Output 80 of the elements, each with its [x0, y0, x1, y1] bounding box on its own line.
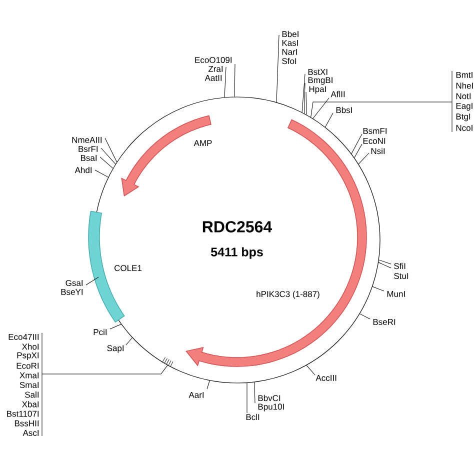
- leader-line: [304, 82, 306, 114]
- leader-line: [378, 260, 392, 264]
- site-label: Bpu10I: [258, 404, 284, 412]
- site-label: BmtI: [456, 72, 472, 78]
- site-label: KasI: [282, 40, 298, 46]
- site-label: NcoI: [456, 125, 472, 131]
- leader-line: [276, 34, 280, 102]
- leader-line: [306, 365, 316, 376]
- site-label: GsaI: [66, 280, 83, 286]
- site-label: AarI: [188, 392, 204, 398]
- feature-label: AMP: [194, 140, 212, 146]
- site-label: NotI: [456, 93, 471, 100]
- leader-line: [206, 380, 210, 390]
- leader-line: [360, 314, 370, 320]
- leader-line: [372, 286, 384, 292]
- site-label: EcoRI: [16, 362, 39, 369]
- leader-line: [312, 98, 330, 119]
- site-label: BstXI: [308, 69, 328, 75]
- site-label: XbaI: [22, 401, 39, 408]
- leader-line: [100, 148, 116, 164]
- leader-line: [110, 324, 122, 330]
- site-label: SapI: [107, 345, 124, 353]
- site-label: BtgI: [456, 114, 470, 122]
- site-label: NheI: [456, 82, 473, 89]
- leader-line: [224, 66, 226, 98]
- leader-line: [306, 92, 307, 115]
- site-label: NmeAIII: [72, 137, 102, 143]
- site-label: AflII: [330, 90, 345, 98]
- site-label: BclI: [246, 414, 260, 420]
- leader-line: [86, 276, 99, 286]
- site-label: BsmFI: [363, 128, 386, 134]
- site-label: MunI: [387, 291, 405, 297]
- site-label: BbvCI: [258, 394, 280, 402]
- site-label: BssHII: [14, 420, 39, 426]
- site-label: HpaI: [309, 86, 326, 94]
- site-label: AscI: [22, 430, 39, 436]
- site-label: XmaI: [20, 372, 39, 378]
- site-label: SfiI: [394, 262, 406, 270]
- site-label: AatII: [204, 75, 222, 81]
- site-label: EcoNI: [363, 138, 386, 144]
- site-label: XhoI: [22, 343, 39, 350]
- leader-line: [100, 156, 114, 169]
- site-label: BseYI: [61, 289, 83, 295]
- feature-label: hPIK3C3 (1-887): [256, 290, 320, 299]
- site-label: SfoI: [282, 58, 296, 64]
- site-label: SmaI: [20, 382, 39, 388]
- leader-line: [246, 382, 248, 414]
- site-label: AccIII: [316, 375, 336, 381]
- site-label: SalI: [25, 391, 39, 398]
- leader-line: [234, 64, 236, 97]
- site-label: NsiI: [371, 148, 385, 154]
- feature-label: COLE1: [114, 265, 142, 272]
- site-label: BbeI: [282, 30, 298, 38]
- site-label: EcoO109I: [195, 57, 232, 63]
- site-label: BbsI: [336, 106, 352, 114]
- site-label: Eco47III: [8, 334, 39, 340]
- site-label: BmgBI: [308, 77, 332, 85]
- site-label: PspXI: [17, 352, 39, 360]
- site-label: AhdI: [74, 166, 92, 174]
- leader-line: [254, 382, 256, 404]
- leader-line: [302, 74, 306, 113]
- site-label: BseRI: [373, 319, 396, 325]
- site-label: NarI: [282, 49, 297, 55]
- site-label: BsrFI: [78, 146, 98, 152]
- site-label: ZraI: [208, 66, 223, 72]
- leader-line: [126, 337, 132, 346]
- leader-line: [94, 170, 108, 178]
- leader-line: [358, 152, 370, 164]
- site-label: BsaI: [80, 155, 97, 161]
- leader-line: [378, 262, 392, 268]
- leader-line: [351, 134, 362, 154]
- leader-line: [310, 70, 452, 132]
- leader-line: [104, 138, 118, 162]
- site-label: PciI: [94, 328, 107, 336]
- leader-line: [354, 144, 362, 158]
- leader-line: [324, 112, 334, 128]
- site-label: EagI: [456, 103, 472, 111]
- site-label: StuI: [394, 273, 408, 279]
- site-label: Bst1107I: [7, 410, 39, 417]
- leader-line: [42, 332, 168, 436]
